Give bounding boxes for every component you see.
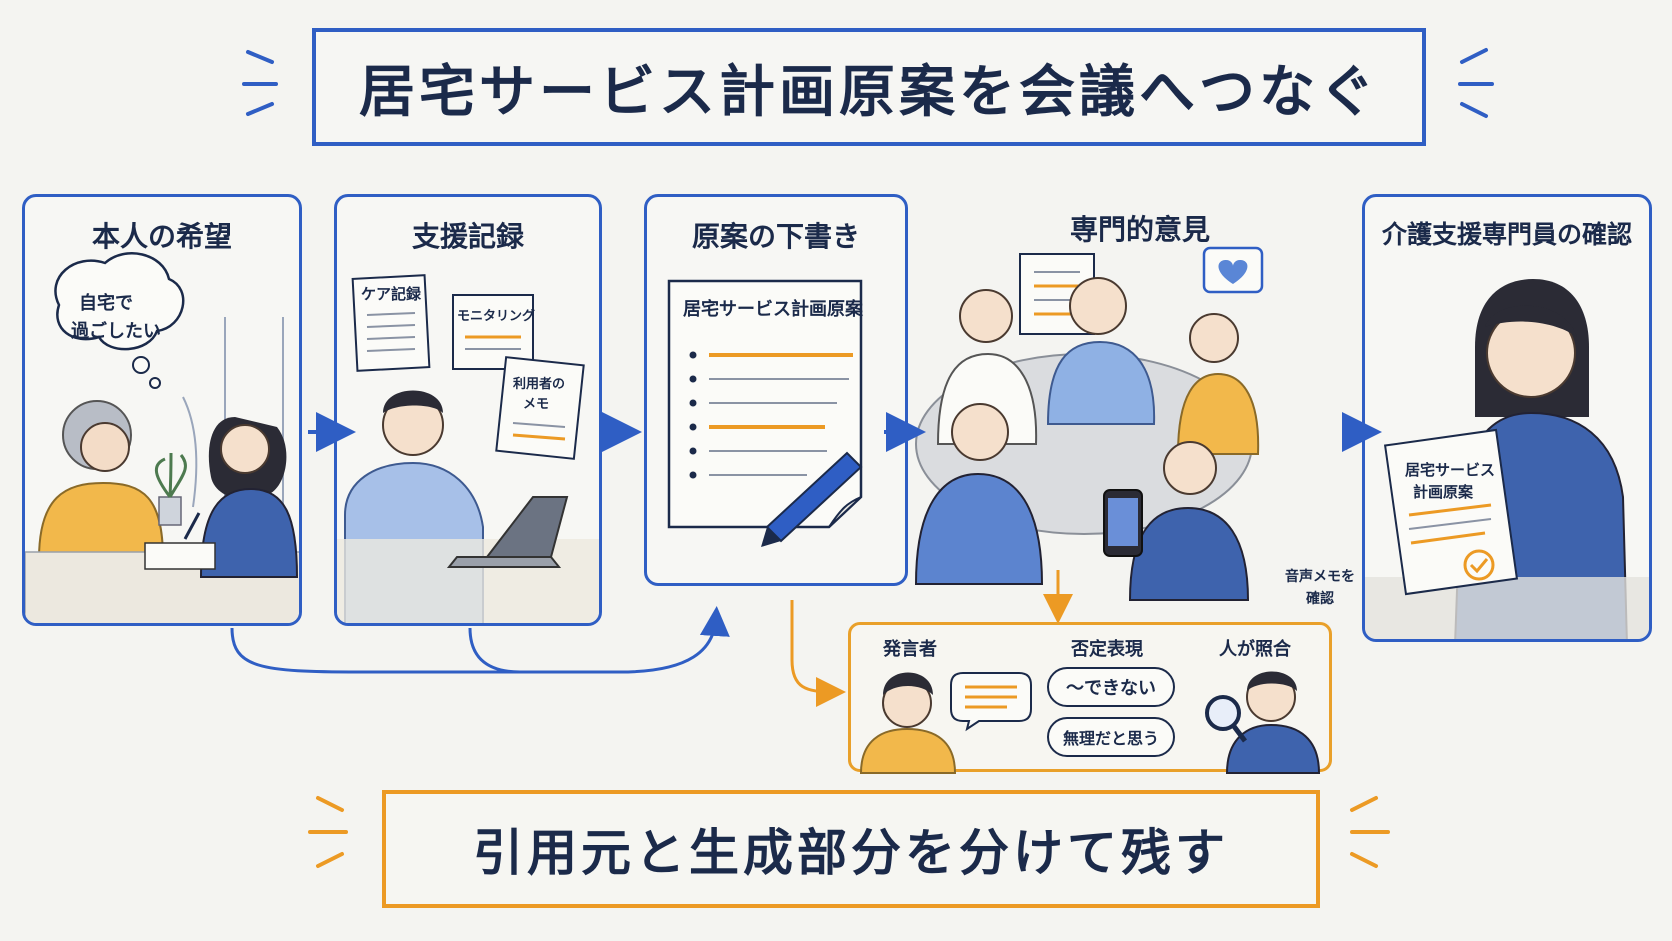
detail-figures xyxy=(859,671,1321,774)
arrow-draft-to-detail xyxy=(790,600,846,707)
detail-negative-label: 否定表現 xyxy=(1071,639,1143,660)
doc-user-memo-shape xyxy=(495,356,585,460)
scene-opinion xyxy=(914,246,1264,601)
scene-draft xyxy=(667,279,863,547)
phrase-pill-2: 無理だと思う xyxy=(1047,717,1175,757)
doc-monitoring: モニタリング xyxy=(457,309,536,324)
scene-confirm xyxy=(1365,279,1649,639)
magnifier-icon xyxy=(1205,695,1247,743)
arrow-loop-to-draft xyxy=(230,606,730,674)
heart-chat-icon xyxy=(1202,246,1264,294)
thought-bubble-shape xyxy=(54,252,185,389)
doc-user-memo-line2: メモ xyxy=(523,397,550,412)
panel-label-opinion: 専門的意見 xyxy=(1069,213,1210,246)
page-title: 居宅サービス計画原案を会議へつなぐ xyxy=(359,59,1379,125)
panel-wish: 本人の希望 自宅で 過ごしたい xyxy=(22,194,302,626)
confirm-doc-line2: 計画原案 xyxy=(1413,483,1474,501)
bubble-text-line1: 自宅で xyxy=(79,293,133,314)
detail-box: 発言者 否定表現 人が照合 〜できない 無理だと思う xyxy=(848,622,1332,774)
phrase-pill-1: 〜できない xyxy=(1047,667,1175,707)
bottom-message: 引用元と生成部分を分けて残す xyxy=(473,824,1229,882)
detail-human-check-label: 人が照合 xyxy=(1219,639,1291,660)
voice-memo-note-line1: 音声メモを xyxy=(1285,569,1355,585)
check-circle-icon xyxy=(1463,549,1495,581)
detail-speaker-label: 発言者 xyxy=(883,639,937,660)
panel-label-confirm: 介護支援専門員の確認 xyxy=(1381,220,1632,249)
panel-draft: 原案の下書き 居宅サービス計画原案 xyxy=(644,194,908,586)
panel-label-draft: 原案の下書き xyxy=(691,220,860,253)
pen-icon xyxy=(761,451,863,547)
doc-care-record: ケア記録 xyxy=(361,285,422,303)
doc-user-memo-line1: 利用者の xyxy=(513,377,566,392)
title-box: 居宅サービス計画原案を会議へつなぐ xyxy=(312,28,1426,146)
draft-doc-title: 居宅サービス計画原案 xyxy=(683,299,863,320)
speech-bubble-icon xyxy=(950,672,1032,732)
confirm-doc-line1: 居宅サービス xyxy=(1405,461,1496,479)
voice-memo-note-line2: 確認 xyxy=(1306,591,1334,607)
doc-care-record-shape xyxy=(351,274,431,372)
bottom-box: 引用元と生成部分を分けて残す xyxy=(382,790,1320,908)
panel-label-wish: 本人の希望 xyxy=(91,220,232,253)
doc-monitoring-shape xyxy=(452,294,534,370)
scene-wish xyxy=(25,252,299,623)
scene-records xyxy=(337,274,599,623)
panel-label-records: 支援記録 xyxy=(411,220,524,253)
panel-records: 支援記録 ケア記録 モニタリング 利用者の メモ xyxy=(334,194,602,626)
bubble-text-line2: 過ごしたい xyxy=(71,321,161,342)
